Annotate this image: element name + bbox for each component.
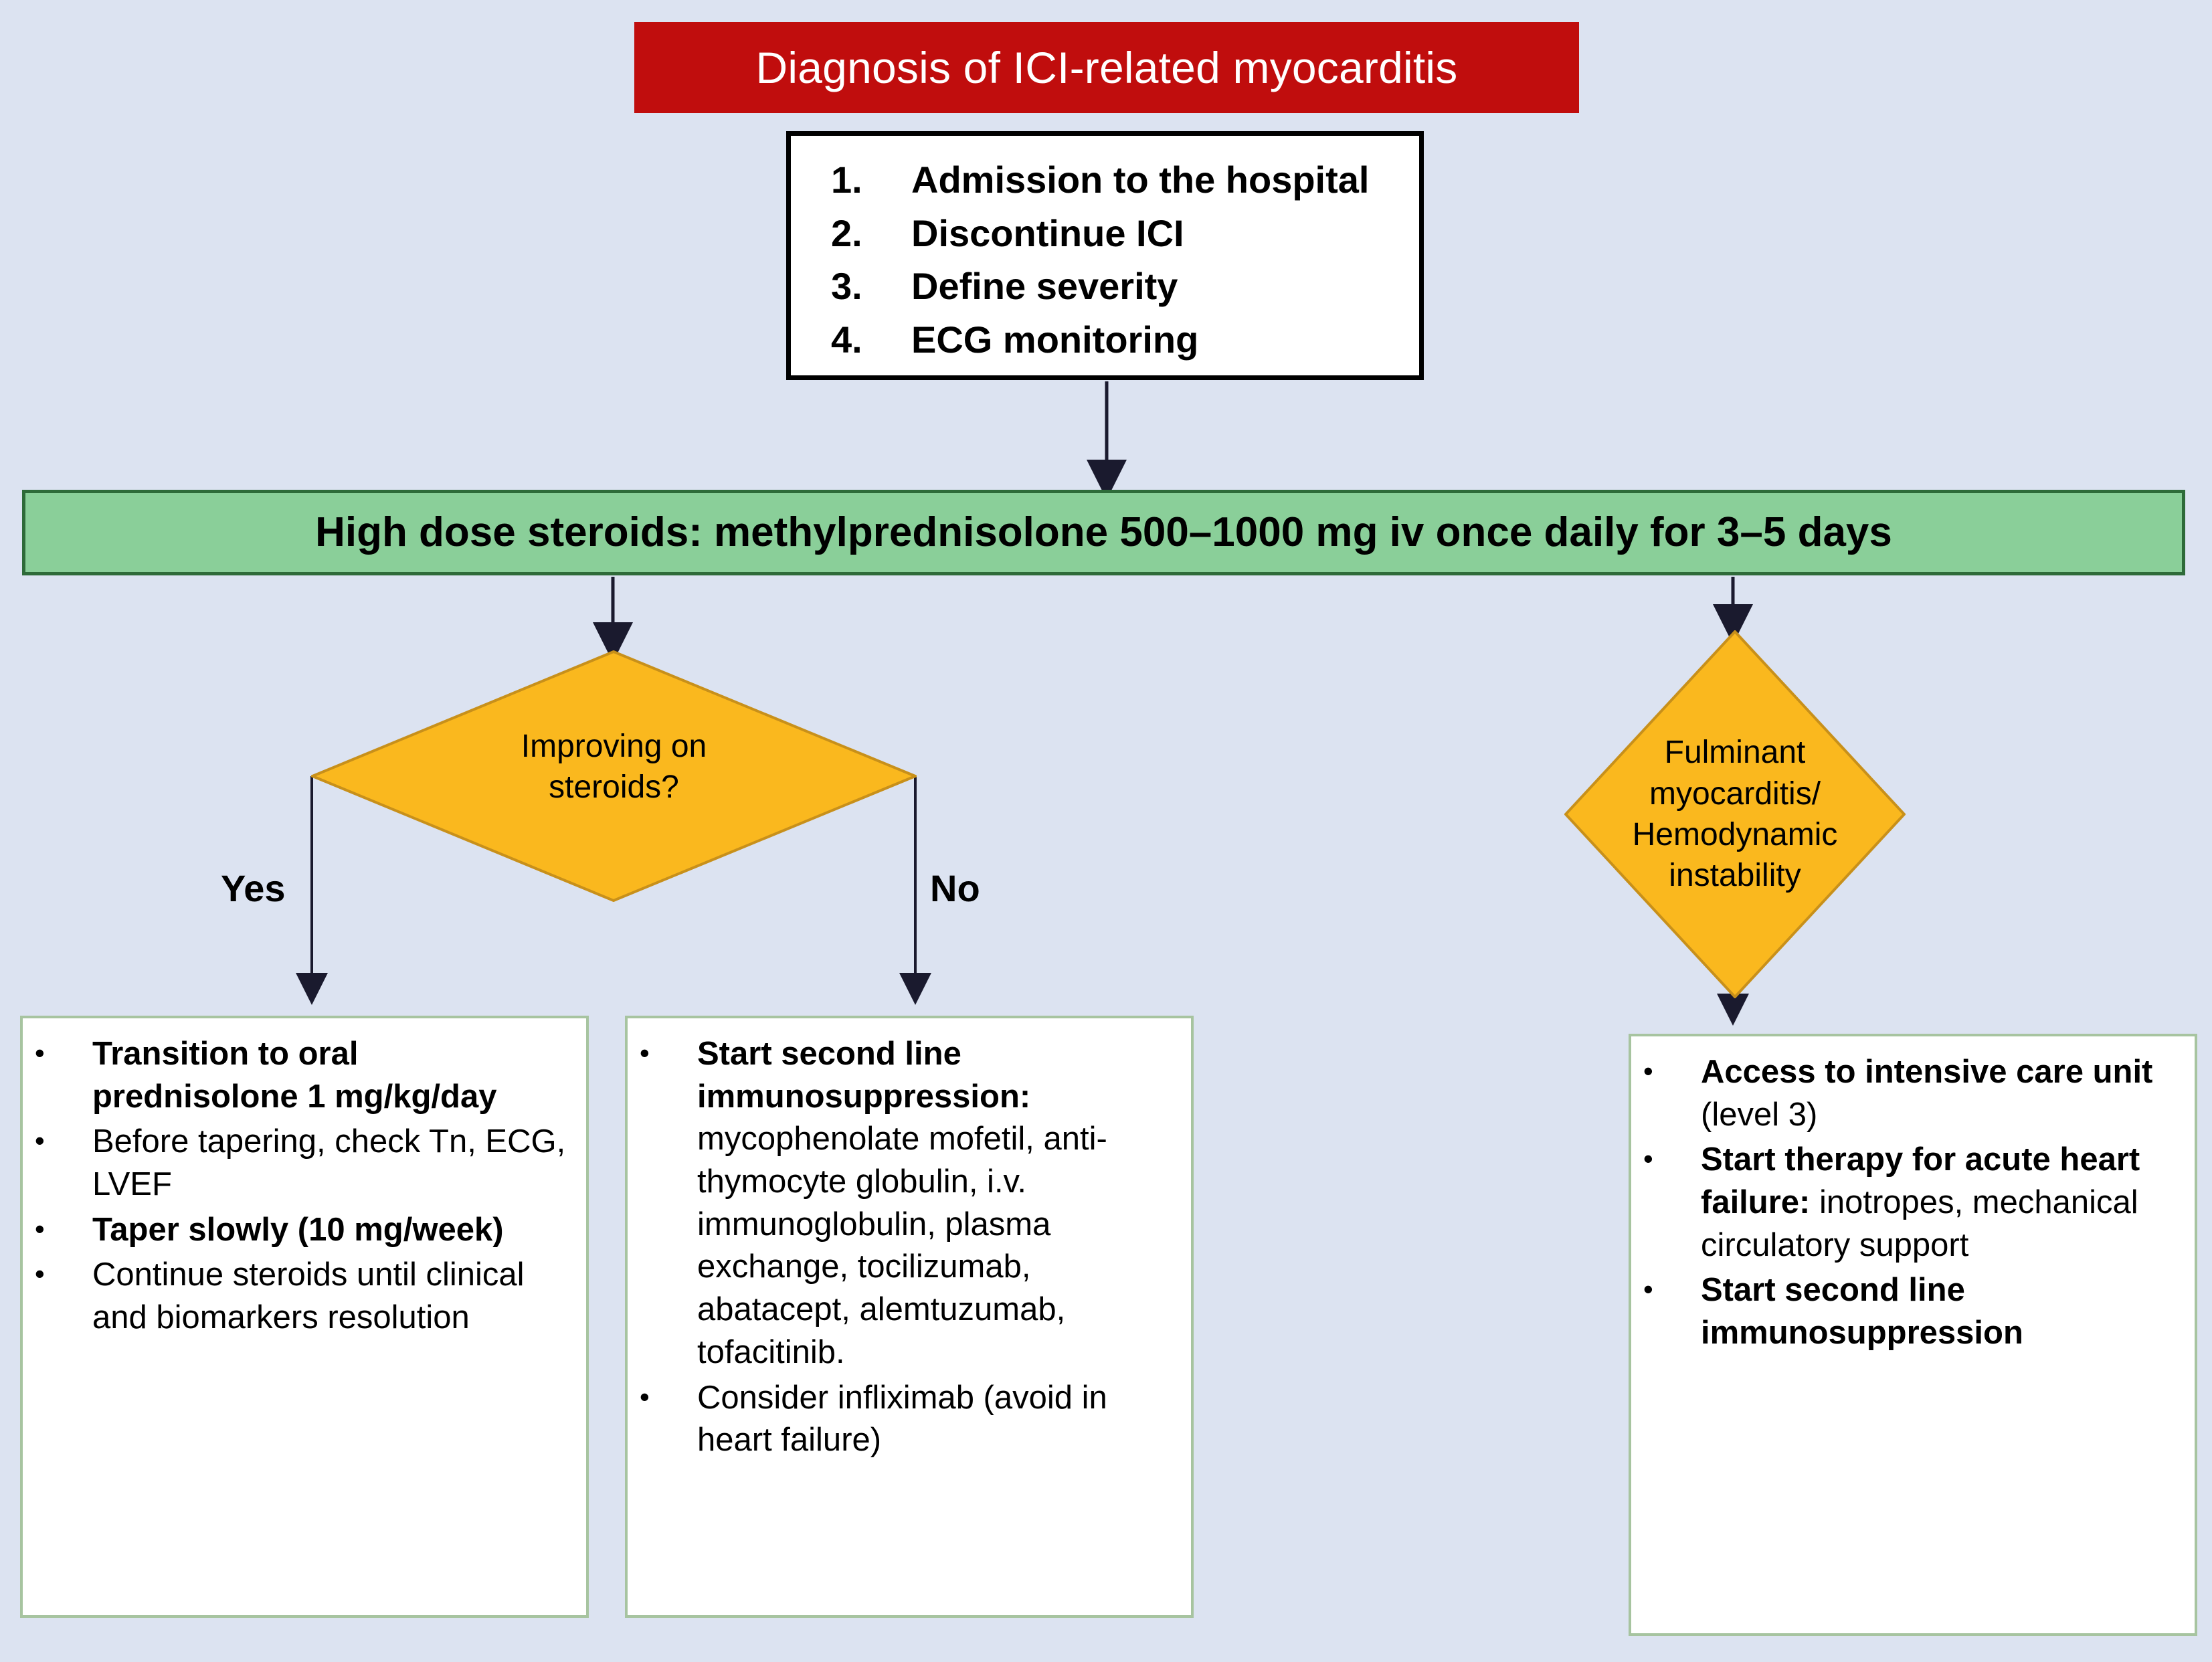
outcome-list: • Access to intensive care unit (level 3… (1643, 1051, 2177, 1355)
step-label: Define severity (911, 265, 1178, 308)
step-number: 2. (831, 211, 862, 254)
bullet-icon: • (1643, 1273, 1653, 1305)
bullet-icon: • (35, 1125, 45, 1157)
decision-fulminant-text: Fulminant myocarditis/ Hemodynamic insta… (1633, 732, 1838, 897)
step-number: 3. (831, 265, 862, 308)
bullet-icon: • (640, 1037, 650, 1069)
decision-line: steroids? (549, 769, 679, 805)
bullet-icon: • (1643, 1055, 1653, 1087)
bullet-text: Start second line immunosuppression: myc… (697, 1033, 1174, 1374)
step-number: 4. (831, 318, 862, 361)
bullet-rest: inotropes, mechanical circulatory suppor… (1701, 1184, 2138, 1263)
list-item: • Access to intensive care unit (level 3… (1643, 1051, 2177, 1136)
bullet-text: Access to intensive care unit (level 3) (1701, 1051, 2177, 1136)
bullet-text: Before tapering, check Tn, ECG, LVEF (92, 1121, 569, 1206)
high-dose-steroids-banner: High dose steroids: methylprednisolone 5… (22, 490, 2185, 575)
bullet-icon: • (35, 1212, 45, 1244)
decision-line: Hemodynamic (1632, 817, 1838, 852)
bullet-icon: • (35, 1037, 45, 1069)
bullet-bold: Start therapy for acute heart failure: (1701, 1141, 2140, 1221)
decision-fulminant-myocarditis: Fulminant myocarditis/ Hemodynamic insta… (1564, 630, 1906, 998)
bullet-rest: Consider infliximab (avoid in heart fail… (697, 1379, 1107, 1459)
decision-line: instability (1669, 858, 1801, 894)
initial-steps-list: 1. Admission to the hospital 2. Disconti… (791, 136, 1419, 366)
list-item: • Continue steroids until clinical and b… (35, 1254, 569, 1339)
bullet-rest: (level 3) (1701, 1096, 1818, 1133)
bullet-text: Start therapy for acute heart failure: i… (1701, 1139, 2177, 1267)
list-item: • Transition to oral prednisolone 1 mg/k… (35, 1033, 569, 1118)
bullet-rest: mycophenolate mofetil, anti-thymocyte gl… (697, 1121, 1107, 1370)
list-item: 4. ECG monitoring (791, 313, 1419, 367)
page-title-text: Diagnosis of ICI-related myocarditis (755, 43, 1458, 92)
bullet-bold: Access to intensive care unit (1701, 1054, 2153, 1090)
list-item: 3. Define severity (791, 260, 1419, 313)
outcome-box-intensive-care: • Access to intensive care unit (level 3… (1629, 1034, 2197, 1636)
bullet-bold: Taper slowly (10 mg/week) (92, 1211, 504, 1248)
bullet-bold: Transition to oral prednisolone 1 mg/kg/… (92, 1036, 497, 1115)
outcome-box-improving: • Transition to oral prednisolone 1 mg/k… (20, 1016, 589, 1618)
list-item: • Start second line immunosuppression (1643, 1269, 2177, 1354)
branch-label-no: No (930, 867, 980, 909)
diamond-shape-icon (311, 650, 917, 902)
step-label: Admission to the hospital (911, 159, 1370, 201)
bullet-text: Transition to oral prednisolone 1 mg/kg/… (92, 1033, 569, 1118)
step-number: 1. (831, 159, 862, 201)
bullet-text: Start second line immunosuppression (1701, 1269, 2177, 1354)
decision-line: myocarditis/ (1649, 775, 1821, 812)
decision-improving-text: Improving on steroids? (521, 726, 707, 808)
list-item: • Start therapy for acute heart failure:… (1643, 1139, 2177, 1267)
page-title: Diagnosis of ICI-related myocarditis (634, 22, 1579, 113)
list-item: • Consider infliximab (avoid in heart fa… (640, 1377, 1174, 1462)
step-label: Discontinue ICI (911, 211, 1184, 254)
bullet-icon: • (1643, 1143, 1653, 1175)
list-item: 2. Discontinue ICI (791, 207, 1419, 260)
decision-line: Fulminant (1664, 735, 1806, 771)
branch-label-yes: Yes (221, 867, 286, 909)
outcome-box-second-line: • Start second line immunosuppression: m… (625, 1016, 1194, 1618)
diamond-shape-icon (1564, 630, 1906, 998)
decision-improving-on-steroids: Improving on steroids? (311, 650, 917, 902)
bullet-text: Continue steroids until clinical and bio… (92, 1254, 569, 1339)
bullet-bold: Start second line immunosuppression: (697, 1036, 1031, 1115)
bullet-rest: Continue steroids until clinical and bio… (92, 1257, 525, 1336)
bullet-icon: • (640, 1380, 650, 1412)
list-item: • Taper slowly (10 mg/week) (35, 1209, 569, 1252)
list-item: • Before tapering, check Tn, ECG, LVEF (35, 1121, 569, 1206)
outcome-list: • Transition to oral prednisolone 1 mg/k… (35, 1033, 569, 1340)
bullet-text: Consider infliximab (avoid in heart fail… (697, 1377, 1174, 1462)
bullet-text: Taper slowly (10 mg/week) (92, 1209, 569, 1252)
bullet-rest: Before tapering, check Tn, ECG, LVEF (92, 1123, 566, 1203)
bullet-icon: • (35, 1258, 45, 1290)
bullet-bold: Start second line immunosuppression (1701, 1272, 2023, 1352)
list-item: • Start second line immunosuppression: m… (640, 1033, 1174, 1374)
decision-line: Improving on (521, 728, 707, 764)
initial-steps-box: 1. Admission to the hospital 2. Disconti… (786, 131, 1424, 380)
step-label: ECG monitoring (911, 318, 1199, 361)
banner-text: High dose steroids: methylprednisolone 5… (315, 509, 1892, 555)
outcome-list: • Start second line immunosuppression: m… (640, 1033, 1174, 1462)
list-item: 1. Admission to the hospital (791, 153, 1419, 207)
